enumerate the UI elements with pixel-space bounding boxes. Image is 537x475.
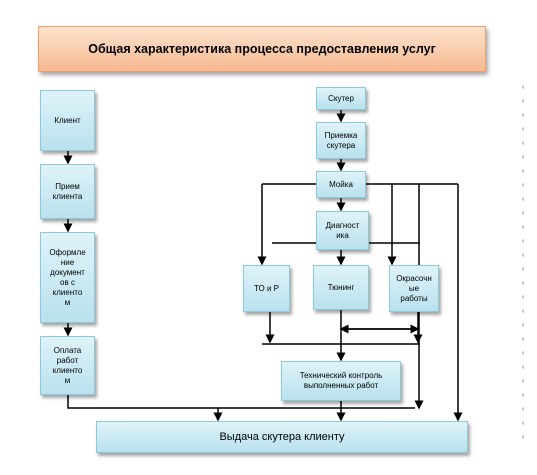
node-scooter-intake: Приемка скутера [316, 122, 366, 159]
node-payment: Оплата работ клиенто м [40, 336, 95, 395]
node-client: Клиент [40, 90, 95, 151]
decorative-dots [520, 80, 526, 440]
node-wash: Мойка [316, 171, 366, 198]
diagram-title: Общая характеристика процесса предоставл… [38, 26, 486, 72]
node-diagnostics: Диагност ика [316, 211, 369, 250]
node-maintenance: ТО и Р [243, 265, 290, 312]
node-delivery: Выдача скутера клиенту [96, 421, 468, 453]
node-tuning: Тюнинг [313, 265, 369, 310]
node-painting: Окрасочн ые работы [389, 265, 439, 312]
node-scooter: Скутер [316, 87, 366, 110]
arrow-payment-to-bus [67, 395, 415, 409]
node-reception: Прием клиента [40, 164, 95, 219]
node-documents: Оформле ние документ ов с клиенто м [40, 232, 95, 323]
node-quality-control: Технический контроль выполненных работ [281, 361, 401, 401]
